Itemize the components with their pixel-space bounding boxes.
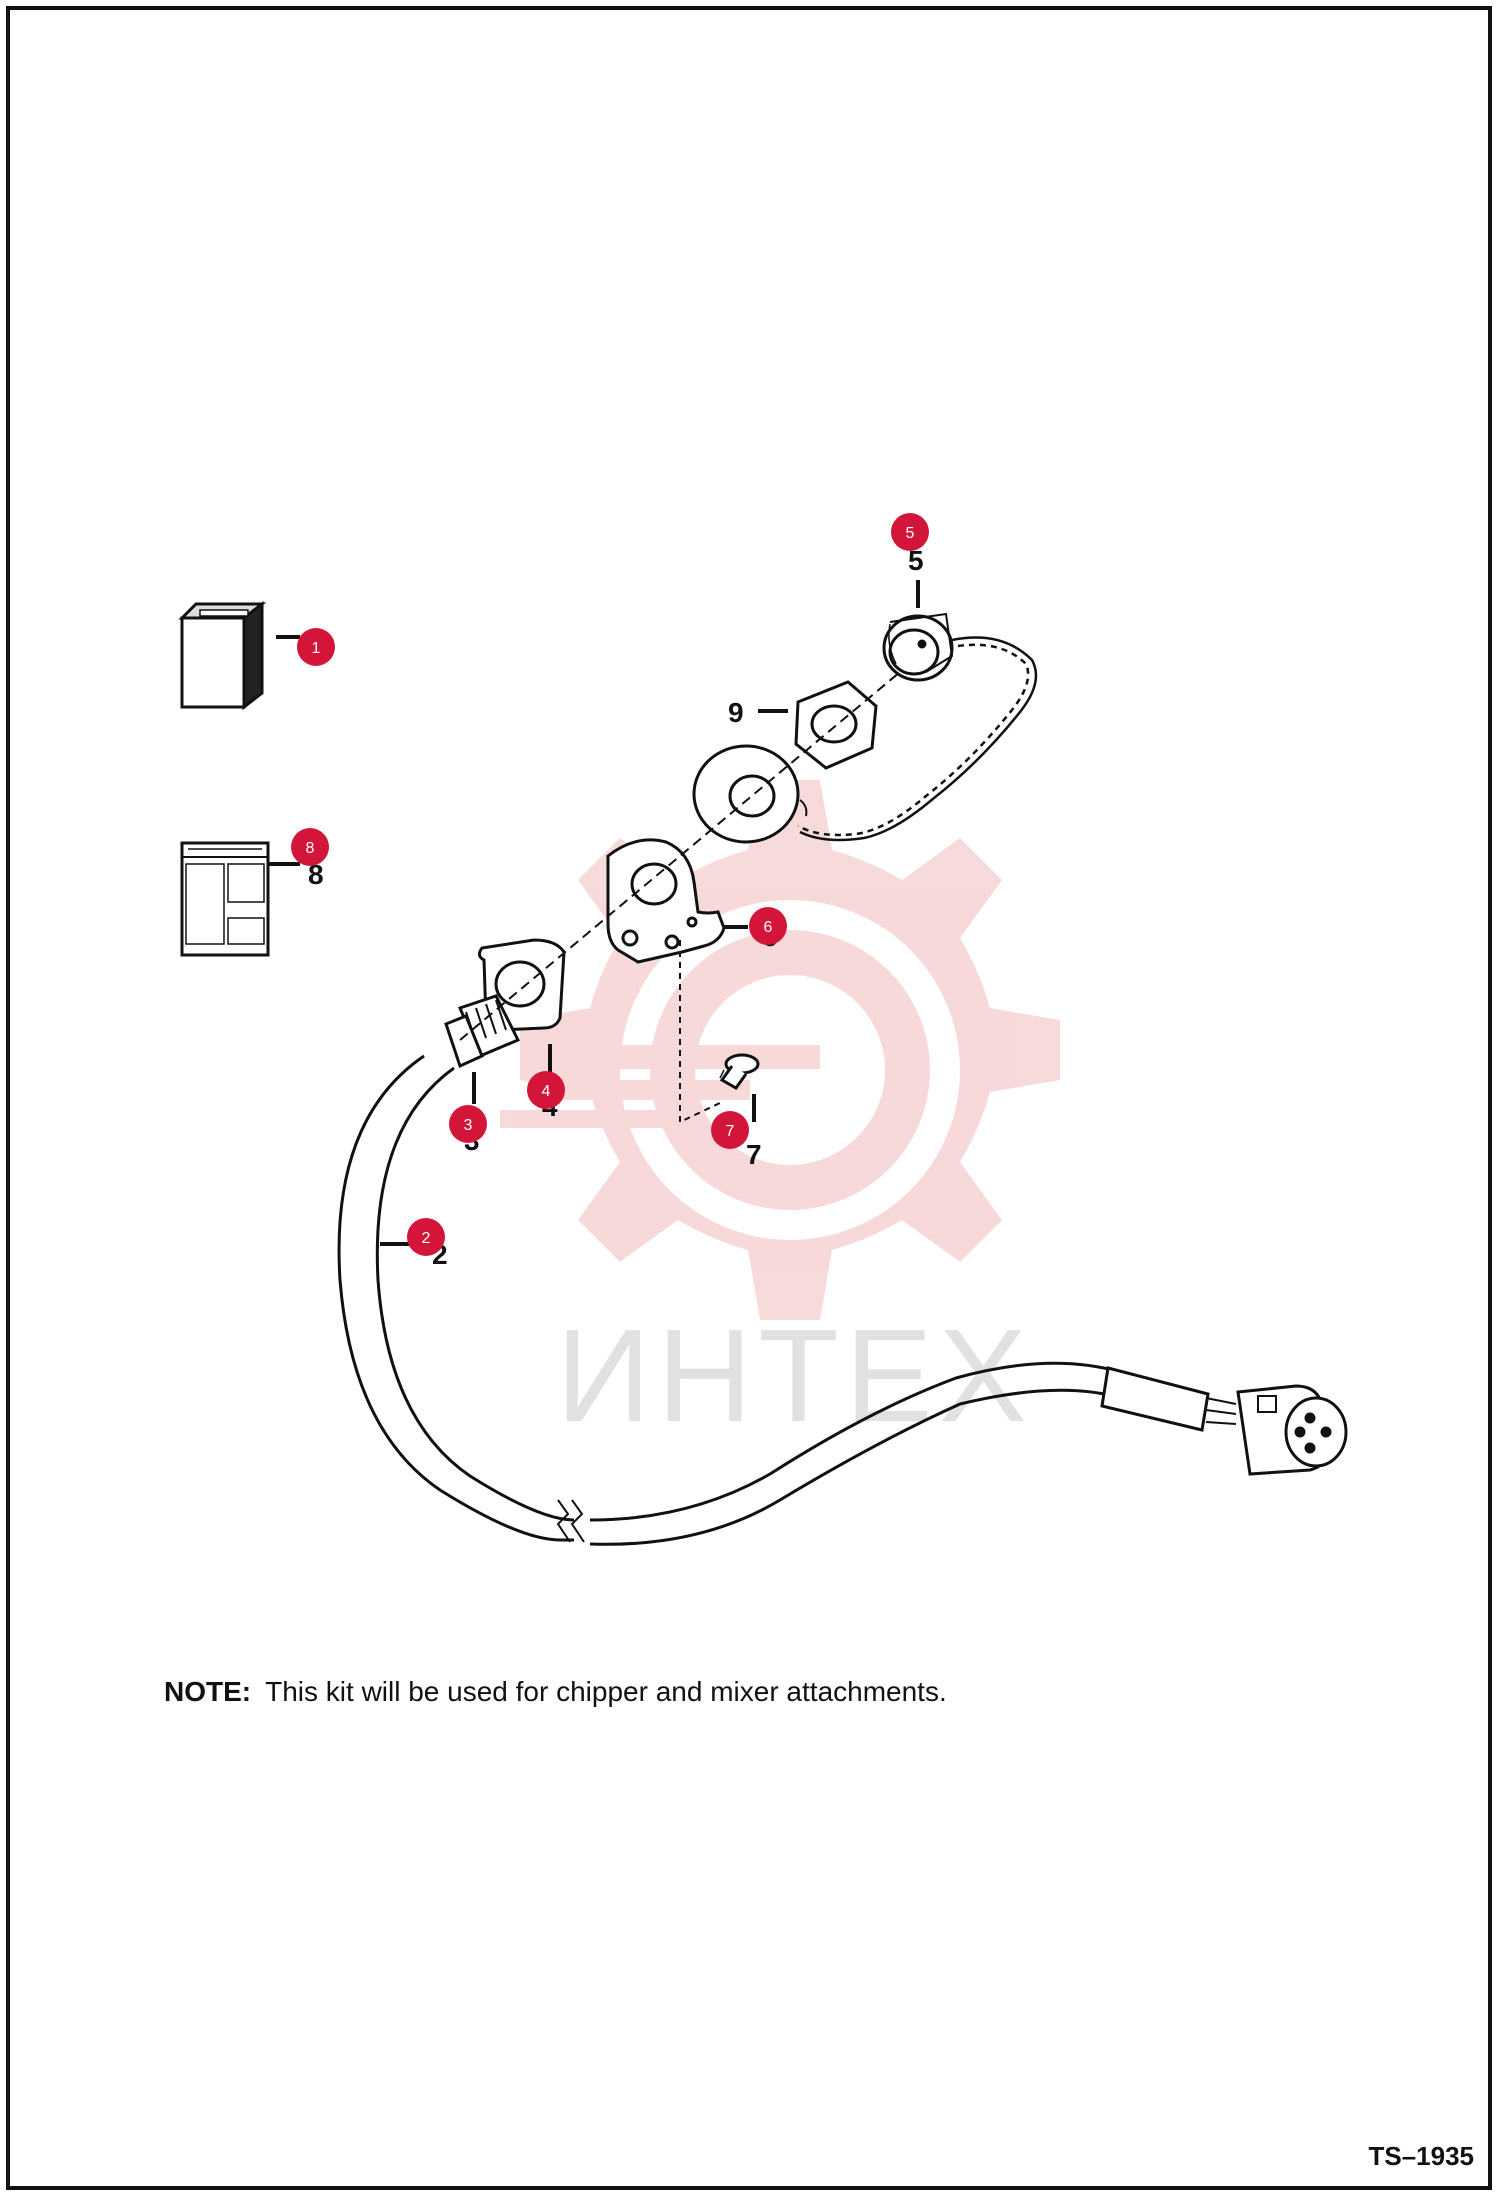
note-label: NOTE: — [164, 1676, 252, 1707]
callout-number-5: 5 — [908, 545, 924, 576]
badge-1-label: 1 — [312, 640, 321, 657]
part-3-connector — [444, 994, 521, 1069]
badge-6: 6 — [749, 907, 787, 945]
part-6-mounting-bracket — [606, 838, 726, 964]
badge-2: 2 — [407, 1218, 445, 1256]
badge-2-label: 2 — [422, 1230, 431, 1247]
callout-number-9: 9 — [728, 697, 744, 728]
callout-number-8: 8 — [308, 859, 324, 890]
badge-5: 5 — [891, 513, 929, 551]
chain — [797, 636, 1038, 842]
watermark-text: ИНТЕХ — [556, 1302, 1033, 1449]
badge-3: 3 — [449, 1105, 487, 1143]
badge-1: 1 — [297, 628, 335, 666]
badge-3-label: 3 — [464, 1117, 473, 1134]
part-2-cable-harness — [337, 1054, 1348, 1546]
watermark-gear-icon — [500, 780, 1060, 1320]
badge-7-label: 7 — [726, 1123, 735, 1140]
note-text: NOTE: This kit will be used for chipper a… — [164, 1676, 947, 1708]
badge-7: 7 — [711, 1111, 749, 1149]
badge-8-label: 8 — [306, 840, 315, 857]
washer — [692, 744, 808, 844]
part-5-dust-cap — [882, 612, 954, 682]
part-7-screw — [719, 1053, 760, 1090]
page-border — [6, 6, 1492, 2190]
note-body: This kit will be used for chipper and mi… — [265, 1676, 947, 1707]
badge-6-label: 6 — [764, 919, 773, 936]
badge-4-label: 4 — [542, 1083, 551, 1100]
badge-8: 8 — [291, 828, 329, 866]
badge-4: 4 — [527, 1071, 565, 1109]
badge-5-label: 5 — [906, 525, 915, 542]
document-id: TS–1935 — [1368, 2141, 1474, 2171]
part-8-decal — [180, 841, 270, 957]
callout-number-7: 7 — [746, 1139, 762, 1170]
part-1-relay-block — [178, 600, 267, 711]
part-9-hex-nut — [794, 680, 878, 770]
